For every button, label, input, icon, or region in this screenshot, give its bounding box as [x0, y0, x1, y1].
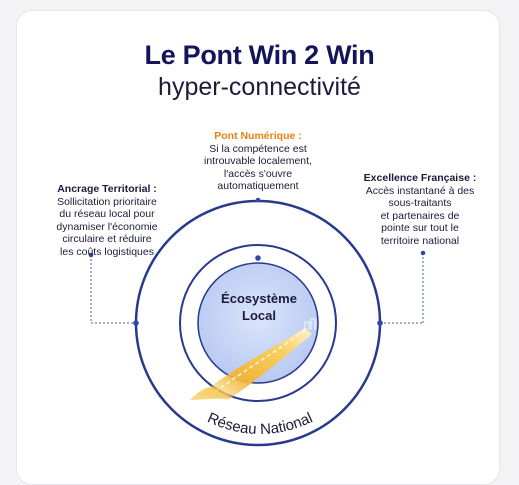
golden-bridge-highlight	[214, 329, 307, 393]
golden-glow	[190, 387, 232, 400]
left-text-dot	[88, 252, 94, 258]
ecosystem-diagram: Réseau National	[88, 197, 426, 447]
left-annotation: Ancrage Territorial : Sollicitation prio…	[22, 183, 192, 258]
left-line: dynamiser l'économie	[56, 220, 158, 233]
diagram-subtitle: hyper-connectivité	[158, 73, 361, 101]
top-text-dot	[255, 197, 261, 203]
left-line: du réseau local pour	[59, 208, 155, 220]
left-line: Sollicitation prioritaire	[57, 195, 157, 208]
left-heading: Ancrage Territorial :	[57, 183, 157, 195]
left-anchor-dot	[133, 320, 139, 326]
city-icon	[304, 318, 316, 330]
inner-label: Écosystème Local	[200, 290, 318, 324]
right-heading: Excellence Française :	[363, 172, 477, 184]
top-annotation: Pont Numérique : Si la compétence est in…	[180, 130, 336, 193]
right-line: Accès instantané à des	[365, 184, 475, 197]
right-line: territoire national	[380, 234, 460, 247]
right-anchor-dot	[377, 320, 383, 326]
inner-label-line2: Local	[242, 308, 276, 323]
top-heading: Pont Numérique :	[214, 130, 302, 142]
top-line: l'accès s'ouvre	[223, 167, 293, 180]
right-line: pointe sur tout le	[381, 222, 459, 234]
right-text-dot	[420, 250, 426, 256]
top-line: introuvable localement,	[204, 155, 312, 167]
left-line: les coûts logistiques	[60, 245, 154, 258]
right-line: et partenaires de	[380, 209, 460, 222]
top-line: Si la compétence est	[209, 142, 307, 155]
right-annotation: Excellence Française : Accès instantané …	[345, 172, 495, 247]
right-line: sous-traitants	[388, 197, 452, 209]
diagram-title: Le Pont Win 2 Win	[144, 40, 375, 70]
left-line: circulaire et réduire	[62, 233, 152, 245]
inner-label-line1: Écosystème	[221, 291, 297, 306]
top-line: automatiquement	[217, 180, 299, 192]
top-anchor-dot	[255, 255, 261, 261]
